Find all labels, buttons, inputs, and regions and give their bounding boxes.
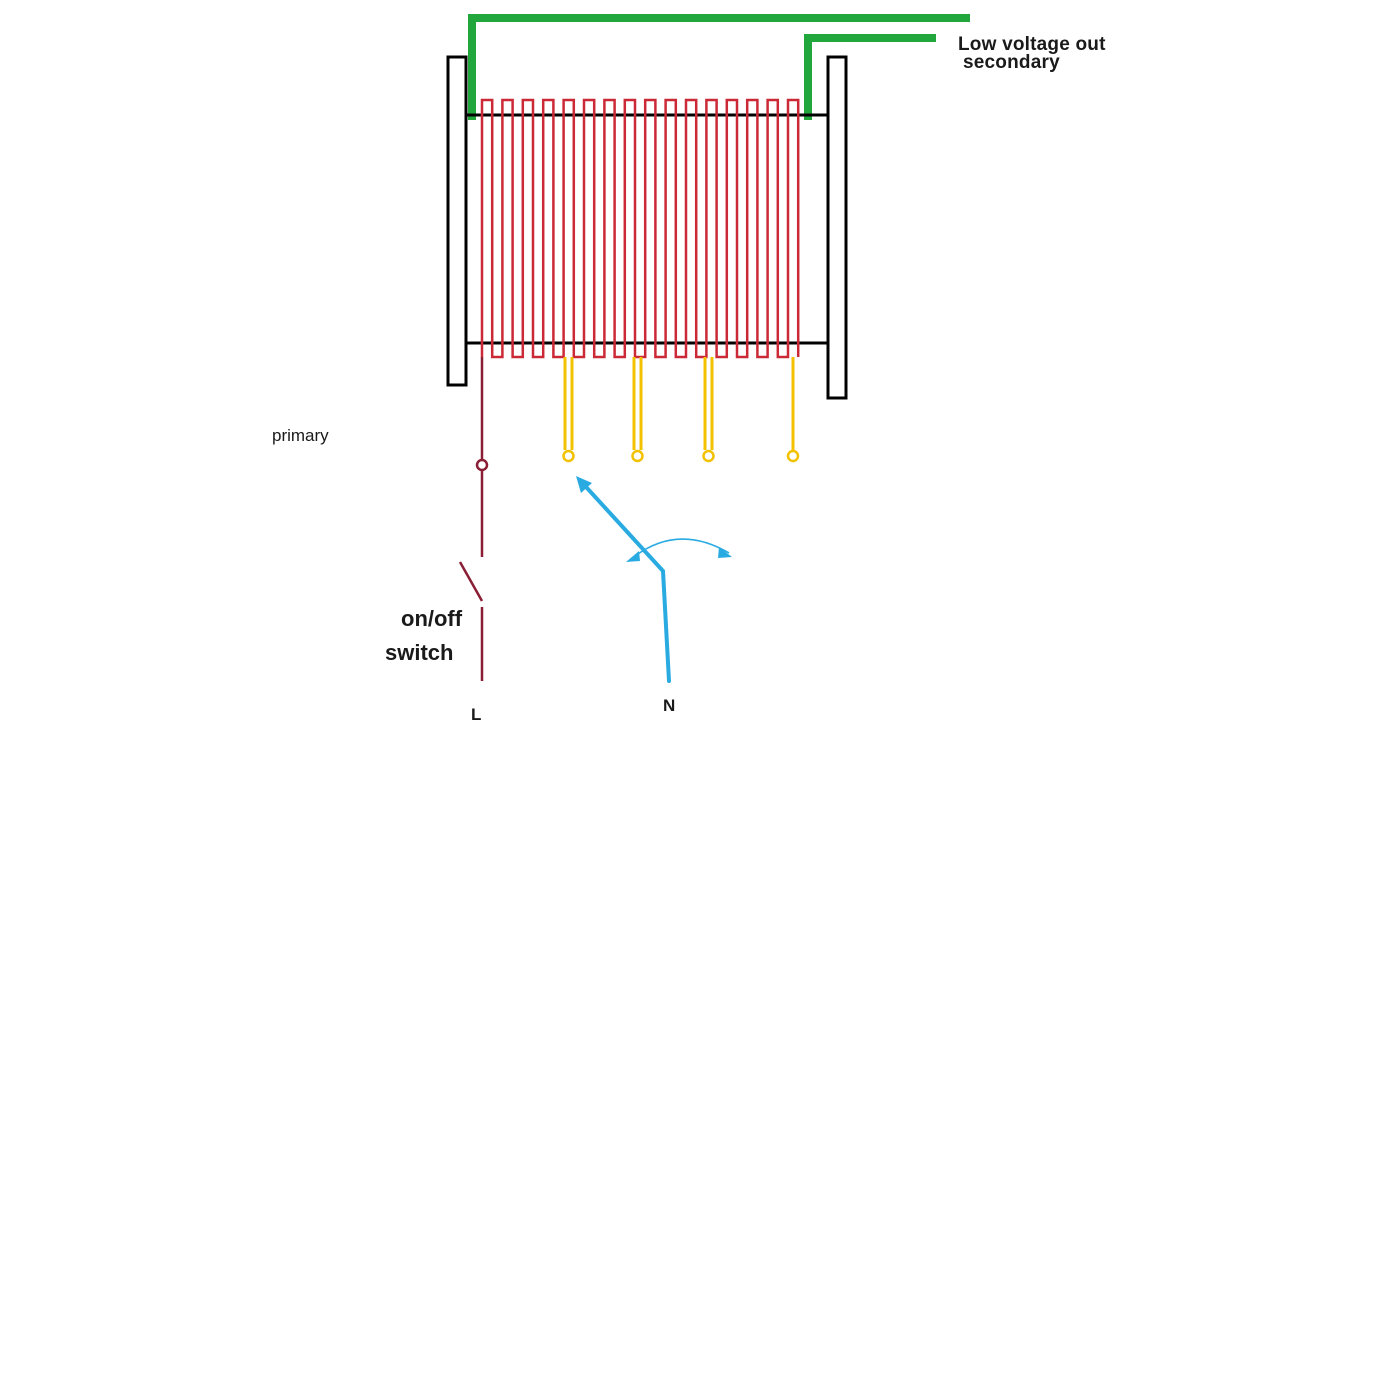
tap-select-arrowhead-left	[626, 551, 640, 562]
primary-circuit	[458, 357, 489, 681]
tap-terminal-1	[562, 449, 575, 463]
core-right-flange	[826, 55, 848, 400]
neutral-arrowhead	[576, 476, 592, 493]
tap-wire-3	[703, 357, 714, 450]
transformer-core	[446, 55, 848, 400]
switch-label-line2: switch	[385, 640, 453, 665]
primary-winding	[480, 98, 800, 359]
tap-terminal-3	[702, 449, 715, 463]
secondary-wire-right	[804, 34, 936, 120]
neutral-terminal-label: N	[663, 696, 675, 715]
neutral-wire	[585, 486, 671, 683]
tap-select-arrowhead-right	[718, 547, 732, 558]
live-terminal-label: L	[471, 705, 481, 724]
tap-select-arc	[629, 538, 730, 561]
switch-blade	[458, 561, 484, 602]
tap-leads	[562, 357, 800, 463]
secondary-label-line2: secondary	[963, 52, 1060, 73]
secondary-wire-left	[468, 14, 970, 120]
primary-label: primary	[272, 426, 329, 445]
core-left-flange	[446, 55, 468, 387]
primary-junction-terminal	[475, 458, 489, 472]
secondary-label-line1: Low voltage out	[958, 34, 1106, 55]
secondary-wires	[468, 14, 970, 120]
tap-wire-1	[563, 357, 574, 450]
labels: Low voltage out secondary primary on/off…	[272, 34, 1106, 724]
switch-label-line1: on/off	[401, 606, 463, 631]
tap-terminal-2	[631, 449, 644, 463]
tap-wire-2	[632, 357, 643, 450]
neutral-lead	[576, 476, 732, 683]
tap-terminal-4	[786, 449, 800, 463]
